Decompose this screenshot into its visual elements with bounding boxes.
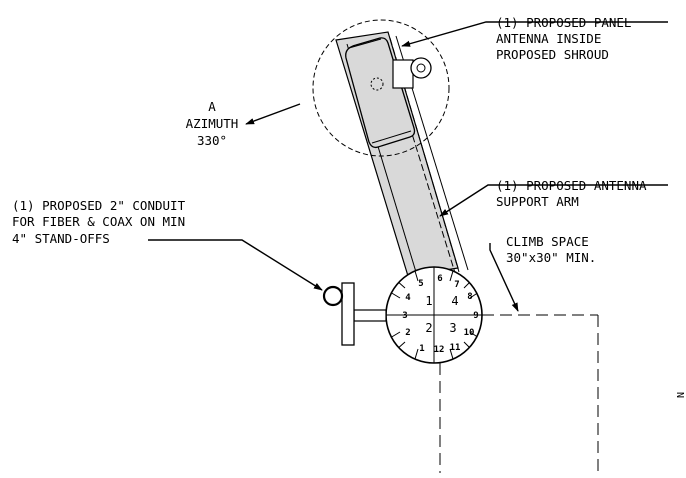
panel-antenna-callout: (1) PROPOSED PANEL ANTENNA INSIDE PROPOS…: [496, 15, 631, 62]
svg-text:SUPPORT ARM: SUPPORT ARM: [496, 194, 579, 209]
svg-text:ANTENNA INSIDE: ANTENNA INSIDE: [496, 31, 601, 46]
svg-text:A: A: [208, 99, 216, 114]
conduit-leader: [148, 239, 323, 291]
position-label: 10: [464, 328, 475, 338]
svg-text:30"x30" MIN.: 30"x30" MIN.: [506, 250, 596, 265]
conduit-standoff: [322, 282, 387, 346]
position-label: 9: [473, 311, 478, 321]
position-label: 4: [405, 293, 411, 303]
panel-antenna-leader: [401, 21, 668, 47]
position-label: 12: [434, 345, 445, 355]
quadrant-label: 1: [425, 294, 432, 308]
position-label: 8: [467, 292, 472, 302]
svg-text:4" STAND-OFFS: 4" STAND-OFFS: [12, 231, 110, 246]
position-label: 3: [402, 311, 407, 321]
svg-text:CLIMB SPACE: CLIMB SPACE: [506, 234, 589, 249]
pole-section: 1 4 2 3 1 2 3 4 5 6 7 8 9 10 11 12: [385, 266, 483, 364]
svg-text:PROPOSED SHROUD: PROPOSED SHROUD: [496, 47, 609, 62]
north-mark: N: [674, 392, 685, 398]
position-label: 6: [437, 274, 442, 284]
svg-text:AZIMUTH: AZIMUTH: [186, 116, 239, 131]
position-label: 1: [419, 344, 424, 354]
svg-text:330°: 330°: [197, 133, 227, 148]
support-arm-leader: [439, 184, 668, 217]
quadrant-label: 3: [449, 321, 456, 335]
antenna-mount-bracket: [392, 57, 432, 89]
quadrant-label: 4: [451, 294, 458, 308]
azimuth-arrow-icon: [245, 103, 301, 125]
position-label: 11: [450, 343, 461, 353]
azimuth-callout: A AZIMUTH 330°: [186, 99, 239, 148]
svg-text:(1) PROPOSED ANTENNA: (1) PROPOSED ANTENNA: [496, 178, 647, 193]
climb-space-leader: [489, 243, 519, 312]
climb-space-outline: [439, 314, 599, 473]
climb-space-callout: CLIMB SPACE 30"x30" MIN.: [506, 234, 596, 265]
svg-text:(1) PROPOSED 2" CONDUIT: (1) PROPOSED 2" CONDUIT: [12, 198, 186, 213]
antenna-shroud-outline: [312, 19, 450, 157]
svg-text:(1) PROPOSED PANEL: (1) PROPOSED PANEL: [496, 15, 631, 30]
position-label: 5: [418, 279, 423, 289]
quadrant-label: 2: [425, 321, 432, 335]
panel-antenna: [345, 37, 416, 149]
position-label: 7: [454, 280, 459, 290]
svg-text:FOR FIBER & COAX ON MIN: FOR FIBER & COAX ON MIN: [12, 214, 185, 229]
position-label: 2: [405, 328, 410, 338]
conduit-callout: (1) PROPOSED 2" CONDUIT FOR FIBER & COAX…: [12, 198, 186, 246]
support-arm-callout: (1) PROPOSED ANTENNA SUPPORT ARM: [496, 178, 647, 209]
